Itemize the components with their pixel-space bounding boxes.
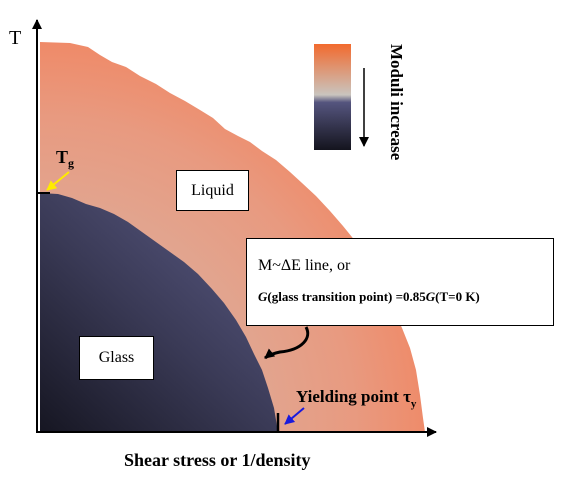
tg-sub: g <box>68 156 74 170</box>
callout-box: M~ΔE line, or G(glass transition point) … <box>246 238 554 326</box>
callout-mid: (glass transition point) =0.85 <box>267 289 426 304</box>
tg-main: T <box>56 147 68 167</box>
liquid-label: Liquid <box>191 181 234 199</box>
glass-label: Glass <box>98 349 135 366</box>
yield-arrow <box>284 407 305 425</box>
moduli-gradient-bar <box>314 44 351 150</box>
glass-label-box: Glass <box>79 336 154 380</box>
tg-arrow <box>46 171 70 191</box>
callout-arrow <box>264 326 310 360</box>
liquid-label-box: Liquid <box>176 170 249 211</box>
callout-g2: G <box>425 289 436 304</box>
tg-label: Tg <box>56 147 74 170</box>
x-axis-label: Shear stress or 1/density <box>124 450 311 470</box>
callout-line2: G(glass transition point) =0.85G(T=0 K) <box>258 289 480 305</box>
callout-g1: G <box>258 289 268 304</box>
callout-line1: M~ΔE line, or <box>258 257 351 274</box>
moduli-label: Moduli increase <box>387 44 406 161</box>
y-axis-label: T <box>9 27 21 49</box>
yielding-main: Yielding point τ <box>296 387 411 406</box>
callout-end: (T=0 K) <box>435 289 480 304</box>
yielding-sub: y <box>411 398 417 410</box>
yielding-label: Yielding point τy <box>296 387 417 410</box>
